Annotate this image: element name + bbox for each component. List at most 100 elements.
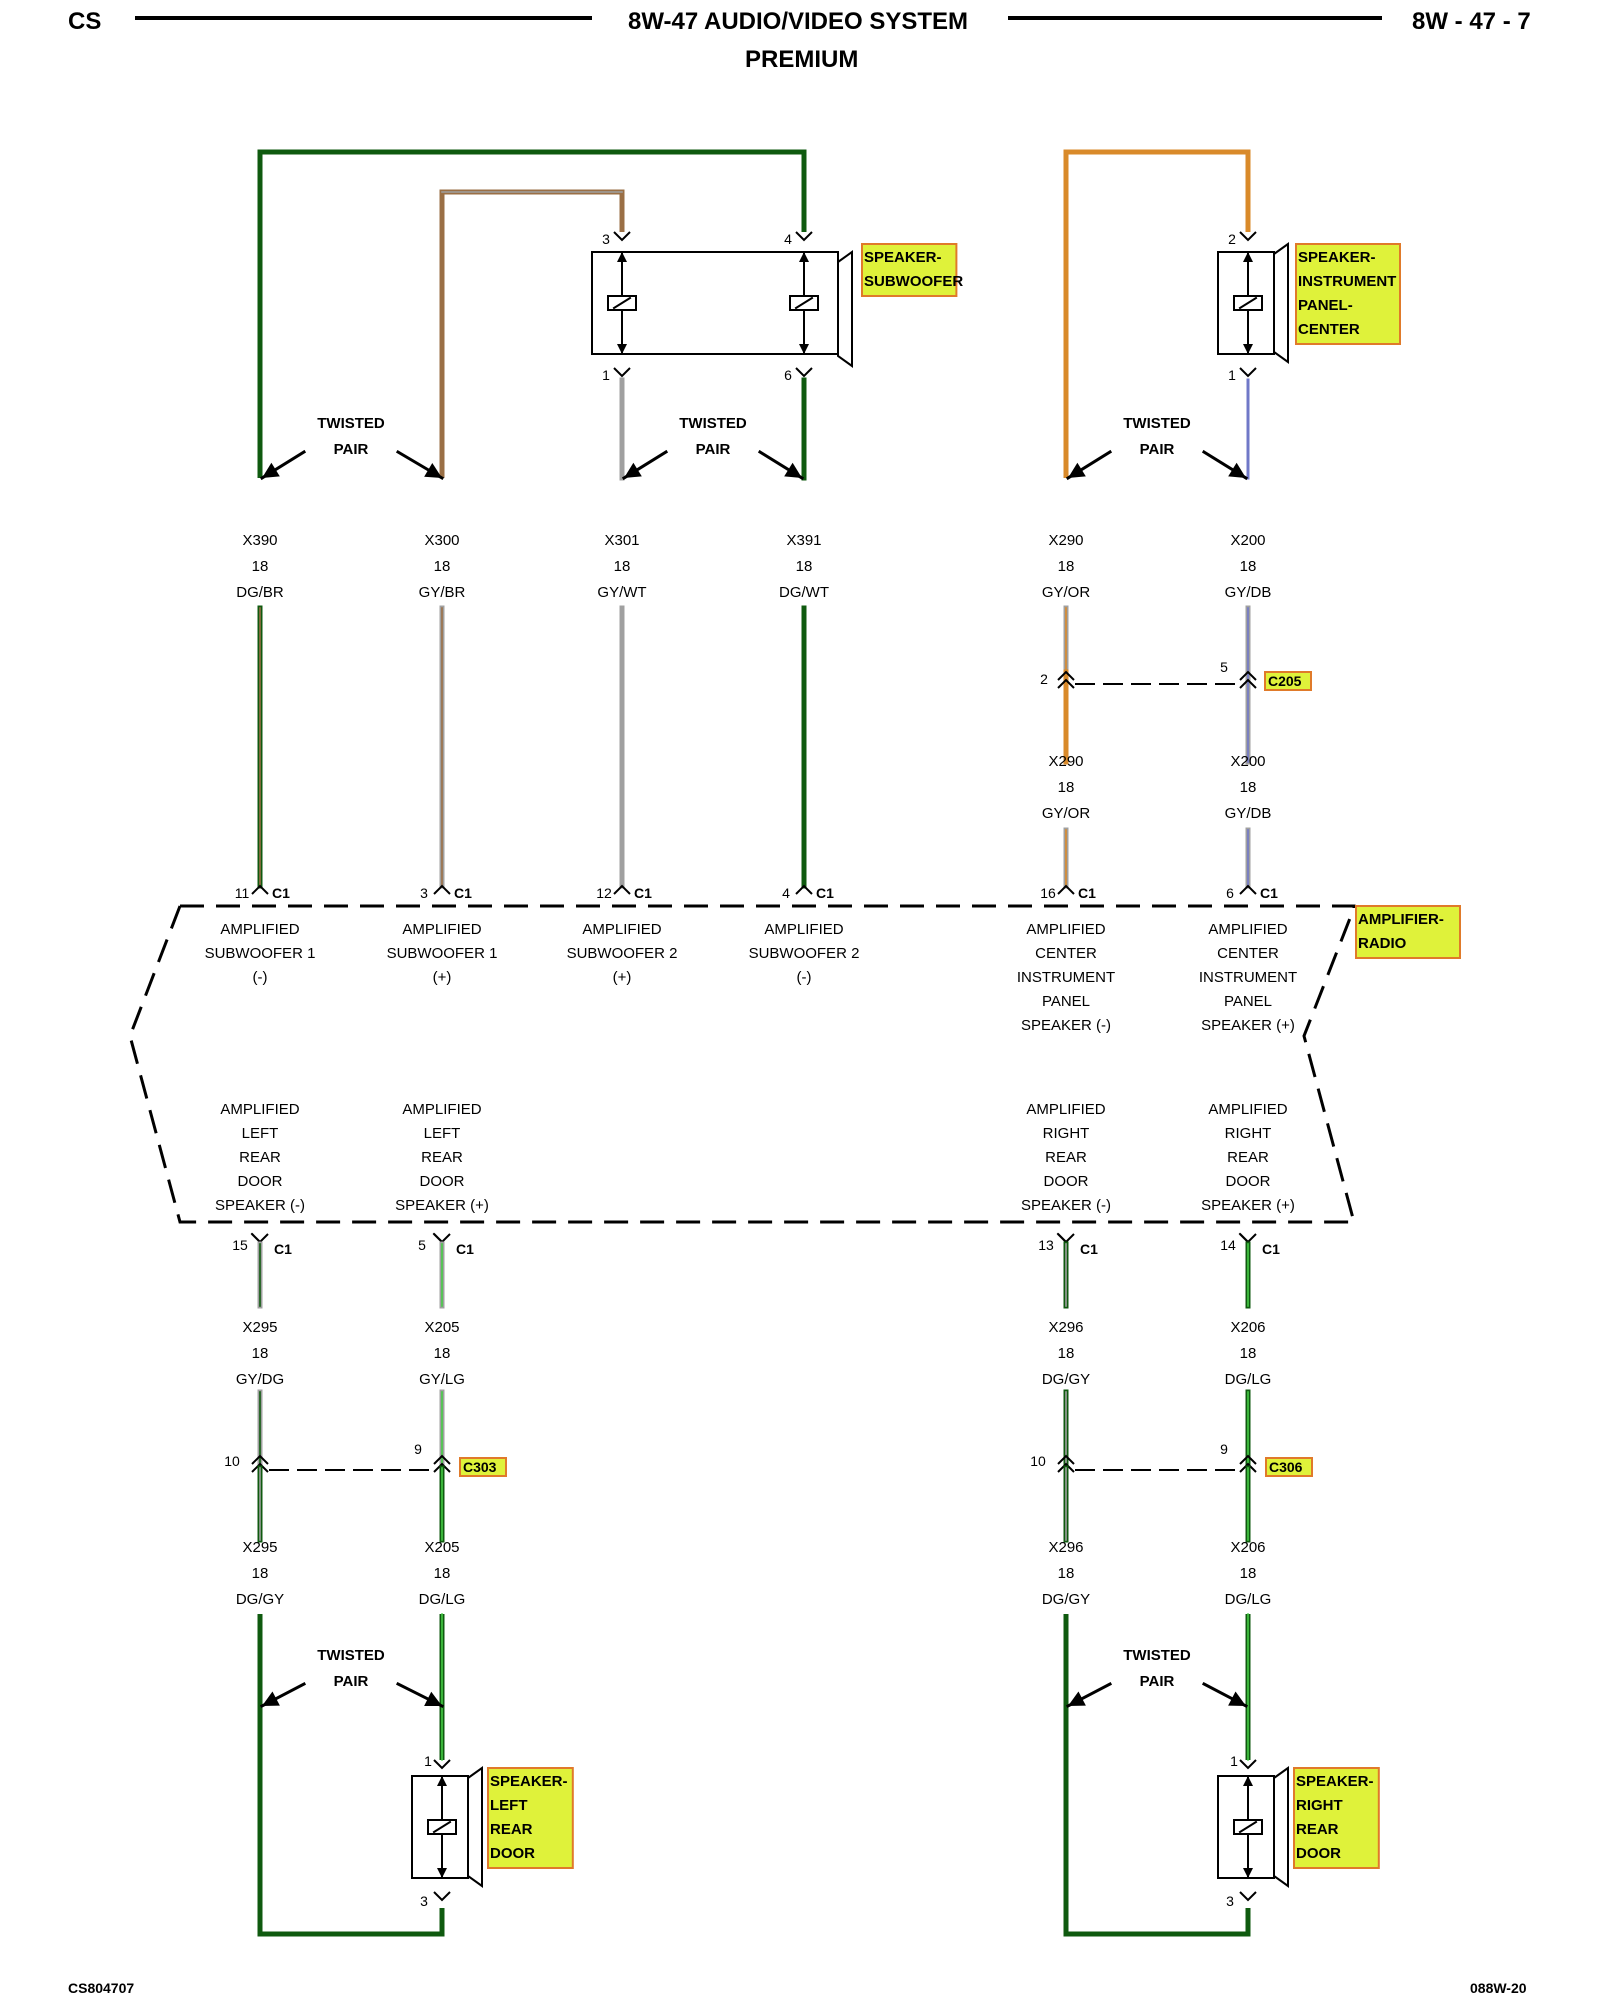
subwoofer-label-highlight: [861, 243, 958, 297]
amp-outline-top: [180, 904, 1356, 908]
lower-circuit-1-gauge: 18: [434, 1345, 451, 1362]
header-right: 8W - 47 - 7: [1412, 8, 1531, 35]
c1-pin-upper-4: 16: [1040, 885, 1056, 901]
function-lower-3: SPEAKER (+): [1201, 1197, 1295, 1214]
upper-circuit-5-circuit: X200: [1230, 532, 1265, 549]
c205-circuit-0-gauge: 18: [1058, 779, 1075, 796]
left-rear-speaker-label-text: SPEAKER-: [490, 1773, 568, 1790]
ip-center-label-text: PANEL-: [1298, 297, 1353, 314]
right-rear-speaker-label-text: DOOR: [1296, 1845, 1341, 1862]
lower-circuit-1-circuit: X205: [424, 1319, 459, 1336]
left-rear-speaker-label-text: REAR: [490, 1821, 533, 1838]
twisted-pair-2-line2: PAIR: [696, 441, 731, 458]
upper-circuit-2-color: GY/WT: [597, 584, 646, 601]
function-lower-0: LEFT: [242, 1125, 279, 1142]
function-lower-3: AMPLIFIED: [1208, 1101, 1287, 1118]
function-lower-3: RIGHT: [1225, 1125, 1272, 1142]
function-upper-0: (-): [253, 969, 268, 986]
ip-center-pin-1: 1: [1228, 367, 1236, 383]
subwoofer-speaker-cone: [837, 250, 853, 368]
function-lower-2: REAR: [1045, 1149, 1087, 1166]
lower-circuit-3-circuit: X206: [1230, 1319, 1265, 1336]
twisted-pair-1-arrow-right-head: [424, 462, 442, 478]
inline-pin-1: 9: [414, 1441, 422, 1457]
function-lower-1: DOOR: [420, 1173, 465, 1190]
twisted-pair-4-line2: PAIR: [334, 1673, 369, 1690]
left-rear-speaker-element-arrow-top: [437, 1776, 447, 1786]
left-rear-speaker-element-slash: [432, 1820, 452, 1834]
c1-label-lower-3: C1: [1262, 1241, 1280, 1257]
subwoofer-label-text: SUBWOOFER: [864, 273, 963, 290]
subwoofer-pin-3: 3: [602, 231, 610, 247]
twisted-pair-2-line1: TWISTED: [679, 415, 747, 432]
left-rear-speaker-label-text: DOOR: [490, 1845, 535, 1862]
c1-chevron-lower-left-3: [1238, 1232, 1250, 1244]
c205-pin-5: 5: [1220, 659, 1228, 675]
upper-circuit-1-circuit: X300: [424, 532, 459, 549]
upper-circuit-1-gauge: 18: [434, 558, 451, 575]
function-upper-4: INSTRUMENT: [1017, 969, 1115, 986]
subwoofer-element-1-arrow-bottom: [617, 344, 627, 354]
lower-circuit2-2-color: DG/GY: [1042, 1591, 1090, 1608]
footer-left: CS804707: [68, 1980, 135, 1996]
right-rear-speaker-pin1-chevron: [1239, 1759, 1257, 1770]
right-rear-speaker-label-highlight: [1293, 1767, 1380, 1869]
lower-circuit2-2-circuit: X296: [1048, 1539, 1083, 1556]
upper-circuit-0-gauge: 18: [252, 558, 269, 575]
c303-label: C303: [463, 1459, 497, 1475]
c306-highlight: [1265, 1457, 1313, 1477]
function-upper-1: (+): [433, 969, 452, 986]
inline-chevron-b-2: [1057, 1462, 1075, 1473]
twisted-pair-4-arrow-right-head: [424, 1691, 442, 1706]
c1-pin-lower-3: 14: [1220, 1237, 1236, 1253]
twisted-pair-5-arrow-left-head: [1068, 1691, 1086, 1706]
function-lower-0: REAR: [239, 1149, 281, 1166]
ip-center-label-text: CENTER: [1298, 321, 1360, 338]
function-lower-2: AMPLIFIED: [1026, 1101, 1105, 1118]
lower-circuit-3-gauge: 18: [1240, 1345, 1257, 1362]
ip-center-speaker-cone: [1273, 242, 1289, 364]
ip-center-pin1-chevron: [1239, 367, 1257, 378]
function-upper-2: SUBWOOFER 2: [567, 945, 678, 962]
c205-chevron-2b: [1239, 678, 1257, 689]
c1-pin-lower-0: 15: [232, 1237, 248, 1253]
function-lower-2: RIGHT: [1043, 1125, 1090, 1142]
function-lower-2: DOOR: [1044, 1173, 1089, 1190]
twisted-pair-3-line2: PAIR: [1140, 441, 1175, 458]
lower-circuit2-0-circuit: X295: [242, 1539, 277, 1556]
twisted-pair-3-arrow-right-head: [1228, 462, 1246, 478]
subwoofer-element-1-slash: [612, 296, 632, 310]
function-upper-4: PANEL: [1042, 993, 1090, 1010]
lower-circuit-1-color: GY/LG: [419, 1371, 465, 1388]
lower-circuit-2-circuit: X296: [1048, 1319, 1083, 1336]
lower-circuit-0-gauge: 18: [252, 1345, 269, 1362]
upper-circuit-5-color: GY/DB: [1225, 584, 1272, 601]
footer-right: 088W-20: [1470, 1980, 1527, 1996]
right-rear-speaker-loop: [1063, 1614, 1251, 1937]
c1-label-lower-2: C1: [1080, 1241, 1098, 1257]
left-rear-speaker-element-arrow-bottom: [437, 1868, 447, 1878]
function-upper-1: SUBWOOFER 1: [387, 945, 498, 962]
c1-chevron-lower-left-0: [250, 1232, 262, 1244]
lower-circuit-2-color: DG/GY: [1042, 1371, 1090, 1388]
amp-radio-label-text: RADIO: [1358, 935, 1407, 952]
function-upper-0: SUBWOOFER 1: [205, 945, 316, 962]
right-rear-speaker-pin-3: 3: [1226, 1893, 1234, 1909]
c1-pin-upper-1: 3: [420, 885, 428, 901]
ip-center-pin-2: 2: [1228, 231, 1236, 247]
inline-pin-0: 10: [224, 1453, 240, 1469]
lower-circuit-0-color: GY/DG: [236, 1371, 284, 1388]
upper-circuit-4-gauge: 18: [1058, 558, 1075, 575]
function-upper-2: AMPLIFIED: [582, 921, 661, 938]
upper-circuit-4-color: GY/OR: [1042, 584, 1091, 601]
ip-center-element-slash: [1238, 296, 1258, 310]
upper-circuit-0-circuit: X390: [242, 532, 277, 549]
c1-chevron-lower-left-1: [432, 1232, 444, 1244]
upper-circuit-2-circuit: X301: [604, 532, 639, 549]
right-rear-speaker-label-text: REAR: [1296, 1821, 1339, 1838]
c1-pin-upper-2: 12: [596, 885, 612, 901]
c1-label-lower-1: C1: [456, 1241, 474, 1257]
header-subtitle: PREMIUM: [745, 46, 859, 73]
c1-chevron-upper-2: [613, 884, 631, 895]
